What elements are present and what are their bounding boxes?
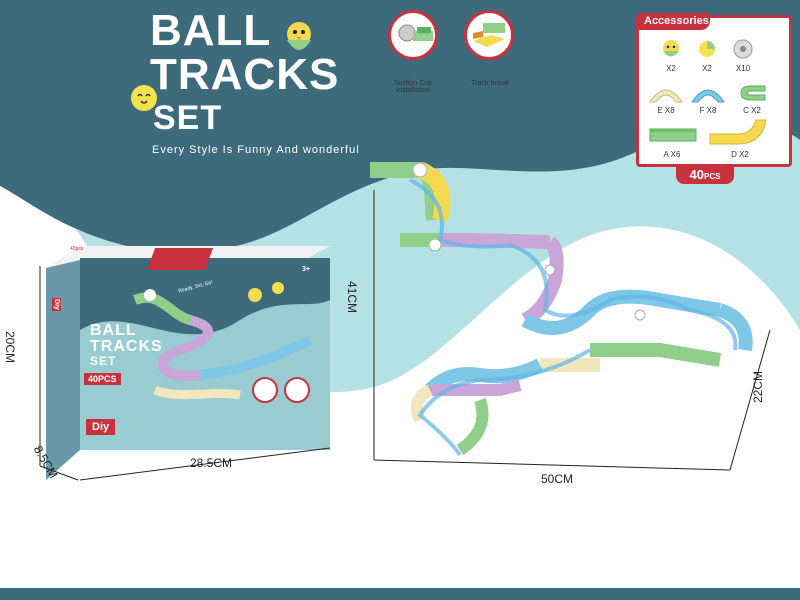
accessory-count-2: X2 <box>702 64 712 73</box>
chick-icon <box>287 22 311 50</box>
box-diy-badge: Diy <box>86 419 116 435</box>
box-pcs: 40PCS <box>84 373 121 385</box>
track-d-icon <box>709 119 767 145</box>
accessory-count-1: X2 <box>666 64 676 73</box>
accessory-count-7: A X6 <box>663 150 681 159</box>
title-set: SET <box>153 99 223 137</box>
product-box <box>46 246 330 480</box>
total-pcs-unit: PCS <box>704 172 721 181</box>
suction-cup-label: Suction Cup Installation <box>393 80 433 94</box>
track-c-icon <box>740 85 766 101</box>
accessories-header: Accessories <box>638 13 710 30</box>
set-depth-label: 22CM <box>751 370 766 404</box>
title-tracks: TRACKS <box>150 50 340 99</box>
ball-yellow-icon <box>699 41 715 57</box>
box-title-tracks: TRACKS <box>90 338 163 355</box>
box-dimension-lines <box>39 266 331 481</box>
chick-yellow-icon <box>131 85 157 111</box>
box-title-ball: BALL <box>90 322 137 339</box>
set-dimension-lines <box>373 190 771 471</box>
accessory-count-6: C X2 <box>743 106 761 115</box>
track-e-icon <box>649 89 683 103</box>
suction-cup-image <box>388 10 438 60</box>
box-width-label: 28.5CM <box>190 456 233 470</box>
box-title-set: SET <box>90 354 117 368</box>
accessory-count-8: D X2 <box>731 150 749 159</box>
box-top-pcs: 40pcs <box>70 246 84 252</box>
slogan: Every Style Is Funny And wonderful <box>152 144 360 156</box>
track-install-image <box>464 10 514 60</box>
total-pcs-badge: 40PCS <box>676 166 734 184</box>
suction-cup-icon <box>733 39 753 59</box>
set-height-label: 41CM <box>345 280 360 314</box>
track-assembly <box>370 162 753 457</box>
total-pcs-number: 40 <box>689 167 704 182</box>
accessory-count-4: E X8 <box>657 106 675 115</box>
track-install-label: Track Install <box>471 80 509 87</box>
accessory-count-5: F X8 <box>699 106 717 115</box>
title-ball: BALL <box>150 6 272 55</box>
box-age: 3+ <box>302 266 310 273</box>
track-a-icon <box>649 128 697 142</box>
accessory-count-3: X10 <box>735 64 751 73</box>
ball-chick-icon <box>663 40 679 57</box>
set-width-label: 50CM <box>541 472 574 486</box>
track-f-icon <box>691 89 725 103</box>
box-height-label: 20CM <box>3 330 18 364</box>
